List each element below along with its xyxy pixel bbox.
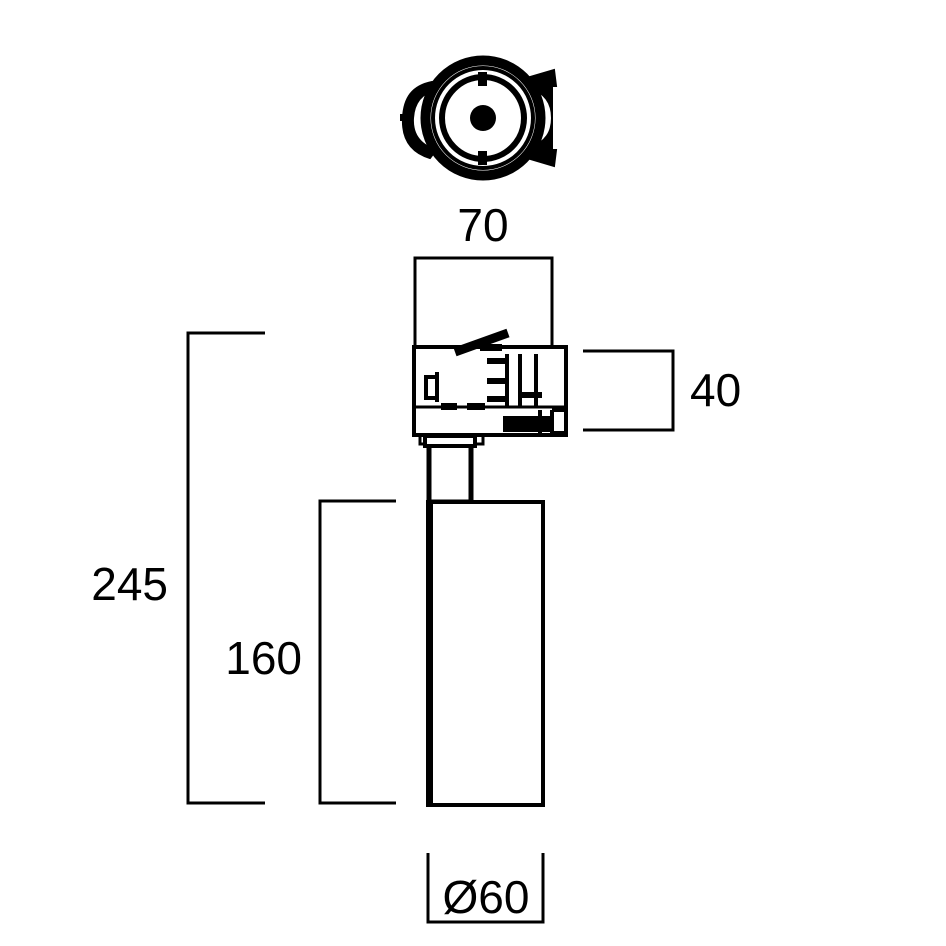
adapter-contact-finger-1: [487, 358, 509, 364]
adapter-terminal-block: [503, 416, 552, 432]
dimension-40-bracket: [583, 349, 675, 432]
neck-collar: [423, 434, 477, 448]
dimension-70-label: 70: [457, 199, 508, 251]
head-outer-ring-inner-edge: [431, 66, 535, 170]
dimension-160-group: 160: [225, 499, 396, 805]
dimension-40-label: 40: [690, 364, 741, 416]
neck-group: [423, 434, 477, 505]
head-outer-ring: [420, 55, 546, 181]
dimension-160-label: 160: [225, 632, 302, 684]
dimension-245-group: 245: [91, 331, 265, 805]
dimension-160-bracket: [318, 499, 396, 805]
adapter-terminal-divider-2: [550, 408, 564, 435]
barrel-group: [426, 500, 545, 807]
adapter-lid-notch: [480, 344, 502, 351]
adapter-contact-finger-2: [487, 378, 509, 384]
dimension-245-bracket: [186, 331, 265, 805]
head-bridge-top: [478, 72, 487, 86]
dimension-40-group: 40: [583, 349, 741, 432]
head-outer-ring-mid-edge: [427, 62, 539, 174]
dimension-diameter-60-label: Ø60: [443, 871, 530, 923]
dimension-245-label: 245: [91, 558, 168, 610]
adapter-contact-finger-3: [487, 396, 509, 402]
track-adapter-group: [412, 328, 568, 446]
adapter-contact-finger-4: [522, 392, 542, 398]
neck-outline: [426, 442, 474, 505]
dimension-diameter-60-bracket: [426, 853, 545, 924]
head-bridge-bottom: [478, 151, 487, 165]
dimension-70-bracket: [413, 256, 554, 348]
adapter-left-contact-bracket: [424, 375, 437, 400]
head-center-led-dot: [470, 105, 496, 131]
adapter-lower-tab-2: [467, 403, 485, 410]
dimension-70-group: 70: [413, 199, 554, 348]
dimension-diameter-60-group: Ø60: [426, 853, 545, 924]
barrel-outline: [426, 500, 545, 807]
top-view-group: [400, 55, 558, 181]
release-lever-icon: [453, 328, 510, 357]
right-mounting-tab-icon: [525, 68, 558, 168]
barrel-left-notch: [426, 556, 433, 564]
adapter-lower-tab-1: [441, 403, 457, 410]
